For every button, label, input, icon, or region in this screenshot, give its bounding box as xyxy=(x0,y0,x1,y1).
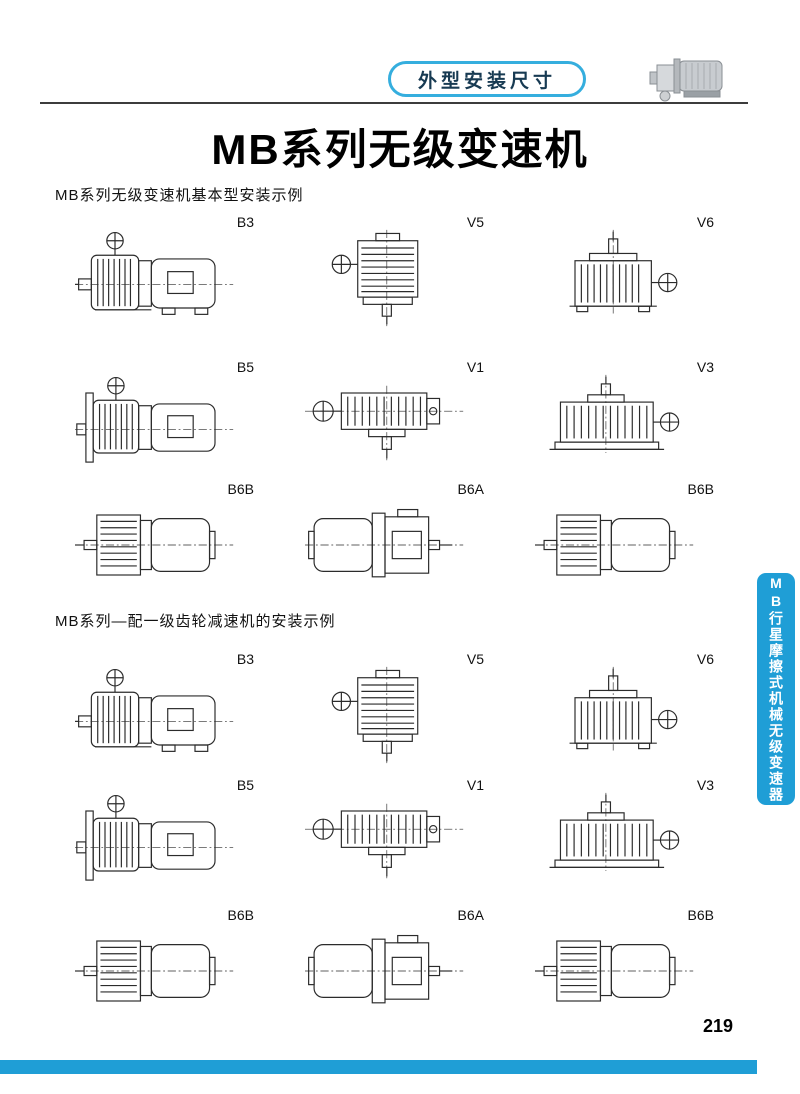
diagram-cell: V5 xyxy=(278,645,508,771)
page-title: MB系列无级变速机 xyxy=(211,126,589,173)
mounting-code-label: V3 xyxy=(696,359,714,375)
mounting-code-label: B6A xyxy=(457,481,484,497)
installation-grid-geared: B3 V5 V6 B5 V1 V3 B6B B6A xyxy=(48,645,738,1021)
page-number: 219 xyxy=(703,1016,734,1036)
mounting-drawing-v3 xyxy=(526,791,704,891)
section-2-label: MB系列—配一级齿轮减速机的安装示例 xyxy=(55,613,336,630)
installation-grid-basic: B3 V5 V6 B5 V1 V3 B6B B6A xyxy=(48,208,738,603)
mounting-drawing-b6a xyxy=(296,495,474,595)
mounting-drawing-b6b xyxy=(66,495,244,595)
mounting-code-label: B6B xyxy=(227,481,254,497)
diagram-cell: V1 xyxy=(278,771,508,901)
mounting-drawing-v5 xyxy=(296,228,474,328)
mounting-drawing-b6b xyxy=(526,921,704,1021)
mounting-drawing-b6a xyxy=(296,921,474,1021)
mounting-code-label: V5 xyxy=(466,214,484,230)
mounting-drawing-v5 xyxy=(296,665,474,765)
mounting-drawing-b5 xyxy=(66,791,244,891)
mounting-drawing-v1 xyxy=(296,373,474,473)
header-badge-label: 外型安装尺寸 xyxy=(417,70,556,92)
mounting-code-label: B3 xyxy=(236,214,254,230)
diagram-cell: B6A xyxy=(278,901,508,1021)
header-divider xyxy=(40,102,748,104)
mounting-code-label: B6B xyxy=(687,481,714,497)
mounting-code-label: B5 xyxy=(236,777,254,793)
mounting-drawing-v3 xyxy=(526,373,704,473)
mounting-drawing-v6 xyxy=(526,228,704,328)
mounting-code-label: V6 xyxy=(696,214,714,230)
diagram-cell: B5 xyxy=(48,771,278,901)
mounting-code-label: B5 xyxy=(236,359,254,375)
mounting-code-label: B6B xyxy=(227,907,254,923)
mounting-code-label: V6 xyxy=(696,651,714,667)
diagram-cell: B6B xyxy=(508,901,738,1021)
footer-bar xyxy=(0,1060,757,1074)
mounting-code-label: B6B xyxy=(687,907,714,923)
mounting-drawing-b6b xyxy=(66,921,244,1021)
mounting-drawing-b5 xyxy=(66,373,244,473)
mounting-drawing-b3 xyxy=(66,665,244,765)
mounting-code-label: B3 xyxy=(236,651,254,667)
diagram-cell: V6 xyxy=(508,645,738,771)
mounting-code-label: B6A xyxy=(457,907,484,923)
mounting-drawing-b3 xyxy=(66,228,244,328)
gearbox-motor-illustration-icon xyxy=(649,58,723,102)
mounting-drawing-v1 xyxy=(296,791,474,891)
mounting-code-label: V1 xyxy=(466,777,484,793)
diagram-cell: V3 xyxy=(508,353,738,475)
diagram-cell: B3 xyxy=(48,208,278,353)
diagram-cell: V5 xyxy=(278,208,508,353)
diagram-cell: B5 xyxy=(48,353,278,475)
mounting-code-label: V3 xyxy=(696,777,714,793)
mounting-drawing-b6b xyxy=(526,495,704,595)
diagram-cell: B3 xyxy=(48,645,278,771)
mounting-code-label: V5 xyxy=(466,651,484,667)
section-1-label: MB系列无级变速机基本型安装示例 xyxy=(55,187,304,204)
diagram-cell: V1 xyxy=(278,353,508,475)
mounting-code-label: V1 xyxy=(466,359,484,375)
side-tab-label: MB行星摩擦式机械无级变速器 xyxy=(768,575,784,803)
side-tab: MB行星摩擦式机械无级变速器 xyxy=(757,573,795,805)
diagram-cell: V3 xyxy=(508,771,738,901)
diagram-cell: V6 xyxy=(508,208,738,353)
diagram-cell: B6A xyxy=(278,475,508,603)
diagram-cell: B6B xyxy=(48,901,278,1021)
diagram-cell: B6B xyxy=(508,475,738,603)
diagram-cell: B6B xyxy=(48,475,278,603)
header-badge: 外型安装尺寸 xyxy=(388,61,586,97)
mounting-drawing-v6 xyxy=(526,665,704,765)
